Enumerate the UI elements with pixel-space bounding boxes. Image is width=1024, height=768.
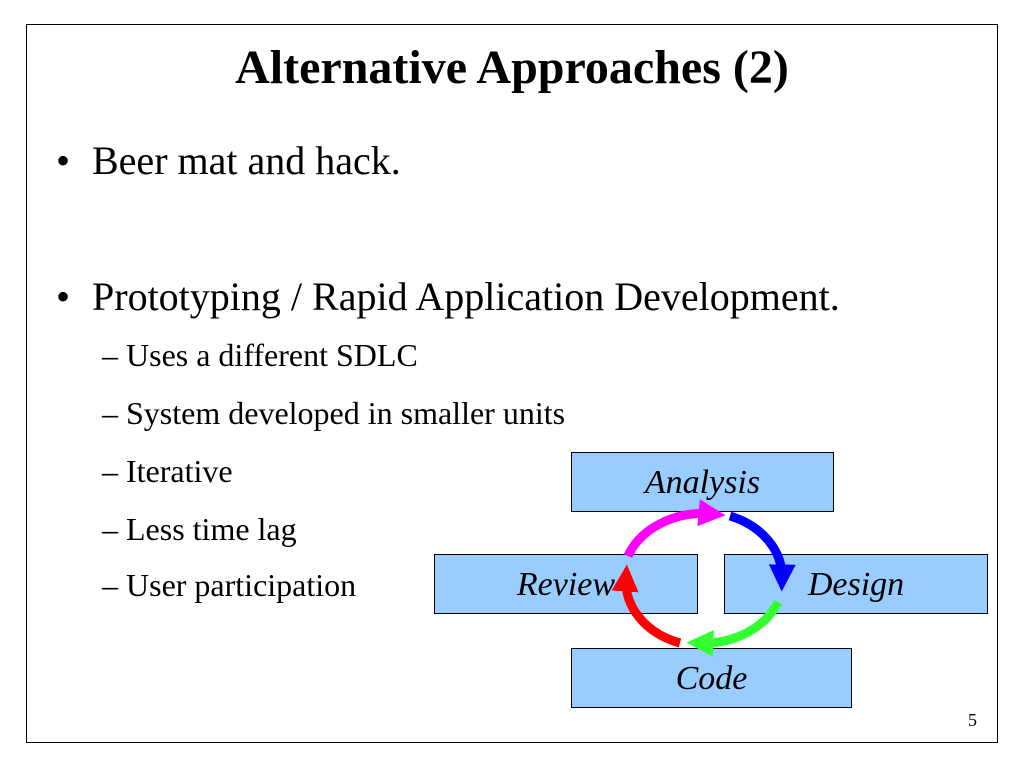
- sub-bullet-3: – Iterative: [102, 453, 233, 489]
- slide-frame: [26, 24, 998, 743]
- bullet-text: Beer mat and hack.: [92, 138, 401, 183]
- bullet-2: • Prototyping / Rapid Application Develop…: [56, 274, 840, 320]
- review-box: Review: [434, 554, 698, 614]
- page-number: 5: [968, 710, 977, 730]
- bullet-text: Prototyping / Rapid Application Developm…: [92, 274, 840, 319]
- slide-title: Alternative Approaches (2): [235, 41, 789, 94]
- design-box: Design: [724, 554, 988, 614]
- sub-bullet-2: – System developed in smaller units: [102, 395, 566, 431]
- sub-bullet-1: – Uses a different SDLC: [102, 337, 418, 373]
- bullet-1: • Beer mat and hack.: [56, 138, 401, 184]
- code-box: Code: [571, 648, 852, 708]
- analysis-box: Analysis: [571, 452, 834, 512]
- sub-bullet-4: – Less time lag: [102, 511, 297, 547]
- sub-bullet-5: – User participation: [102, 567, 357, 603]
- bullet-marker: •: [56, 138, 71, 183]
- bullet-marker: •: [56, 274, 71, 319]
